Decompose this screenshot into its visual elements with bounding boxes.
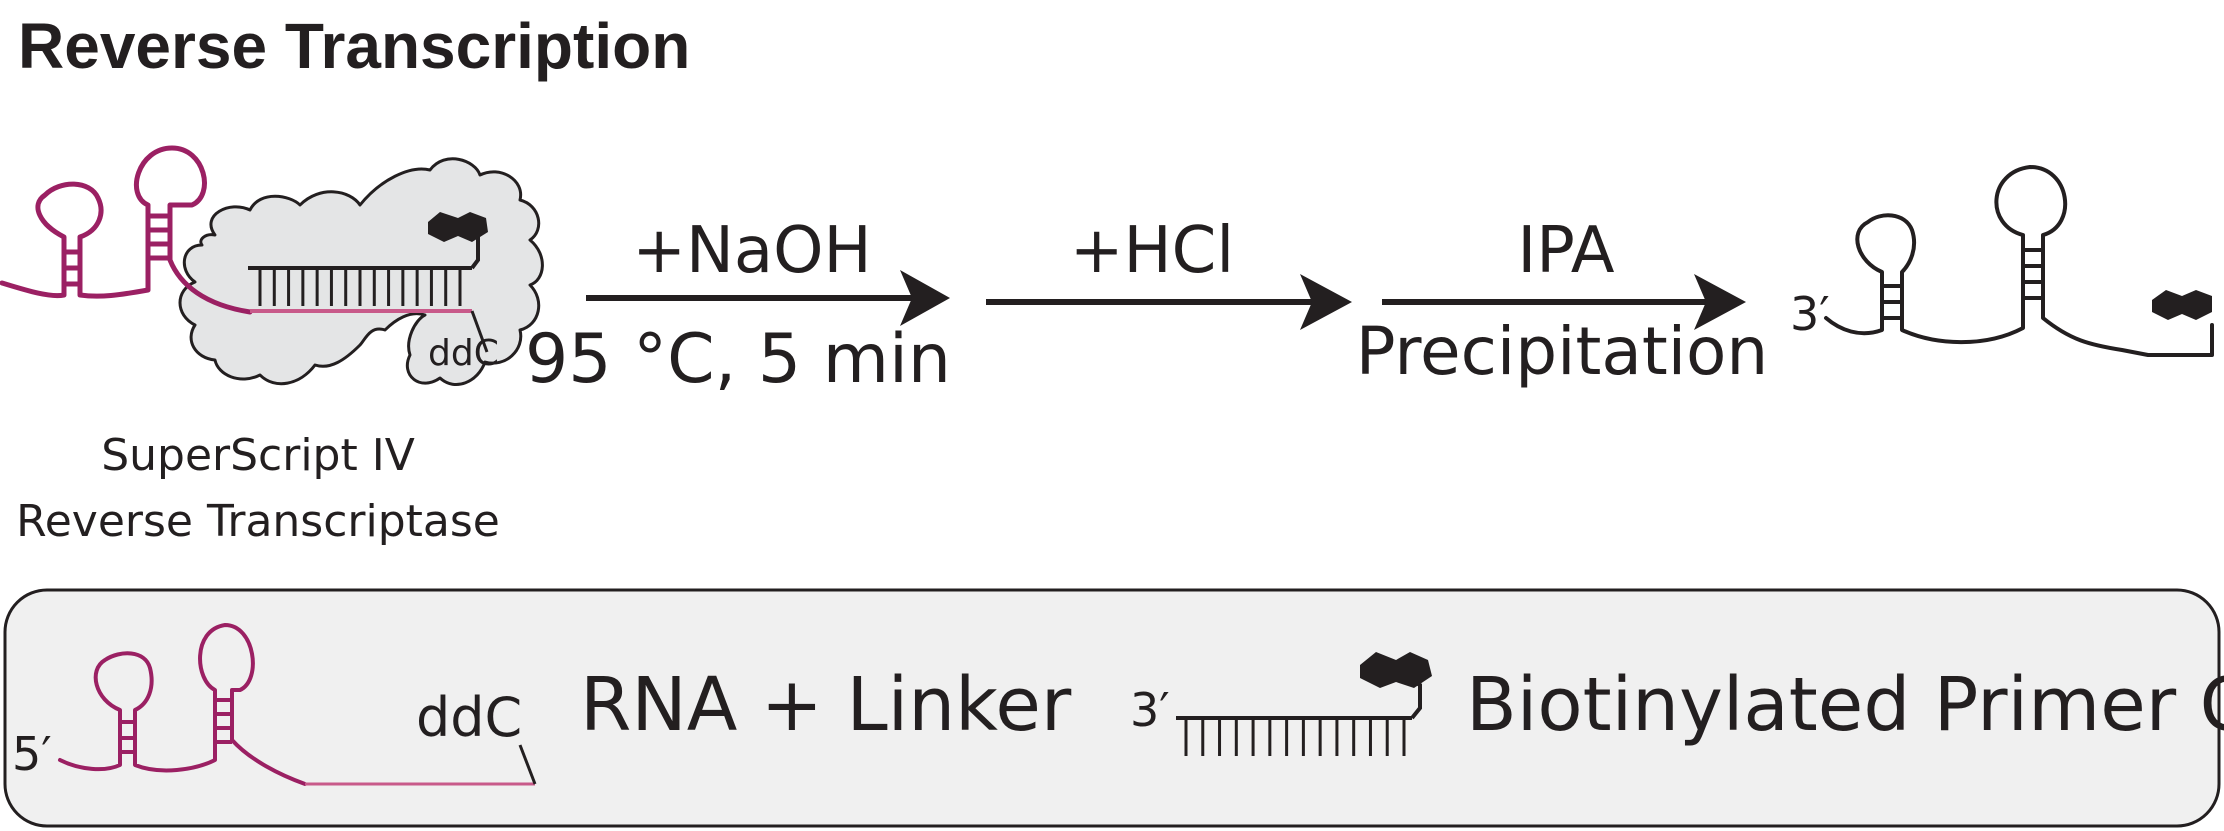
enzyme-label-line1: SuperScript IV <box>101 430 415 481</box>
legend-primer-glyph <box>1176 652 1432 756</box>
step-arrow-hcl <box>986 274 1352 330</box>
biotin-icon <box>1360 652 1432 688</box>
hairpin-2-rungs <box>150 213 170 261</box>
hairpin-1-rungs <box>64 249 80 287</box>
arrowhead-icon <box>900 270 950 326</box>
step-1-above: +NaOH <box>632 214 871 288</box>
legend-ddc-label: ddC <box>416 686 522 749</box>
legend-hairpin-2-rungs <box>215 698 232 744</box>
legend-hairpin-1-rungs <box>120 720 135 754</box>
product-3prime-label: 3′ <box>1790 287 1830 341</box>
ddc-tail <box>470 310 489 353</box>
legend-ddc-tail <box>518 744 537 785</box>
biotin-icon <box>428 212 488 242</box>
product-hairpin-2-rungs <box>2023 248 2043 300</box>
enzyme-complex: ddC <box>0 145 544 387</box>
arrowhead-icon <box>1300 274 1352 330</box>
primer-rungs <box>258 268 462 306</box>
arrowhead-icon <box>1694 274 1746 330</box>
legend-primer-rungs <box>1184 718 1406 756</box>
legend-box <box>3 588 2221 828</box>
product-hairpin-1-rungs <box>1882 284 1902 320</box>
biotin-icon <box>2152 290 2212 320</box>
legend-rna-label: RNA + Linker <box>580 662 1072 748</box>
step-arrow-naoh <box>586 270 950 326</box>
legend-3prime-label: 3′ <box>1130 683 1170 737</box>
legend-5prime-label: 5′ <box>12 727 52 781</box>
step-3-above: IPA <box>1517 214 1614 288</box>
rna-strand <box>0 145 253 315</box>
step-1-below: 95 °C, 5 min <box>525 320 951 399</box>
step-2-above: +HCl <box>1070 214 1234 288</box>
step-3-below: Precipitation <box>1356 313 1769 390</box>
enzyme-label-line2: Reverse Transcriptase <box>16 496 500 547</box>
legend-rna-linker-glyph <box>58 623 537 786</box>
step-arrow-ipa <box>1382 274 1746 330</box>
diagram-title: Reverse Transcription <box>18 10 690 82</box>
enzyme-ddc-label: ddC <box>428 333 499 374</box>
legend-primer-label: Biotinylated Primer C <box>1466 662 2224 748</box>
product-cdna <box>1824 165 2214 357</box>
